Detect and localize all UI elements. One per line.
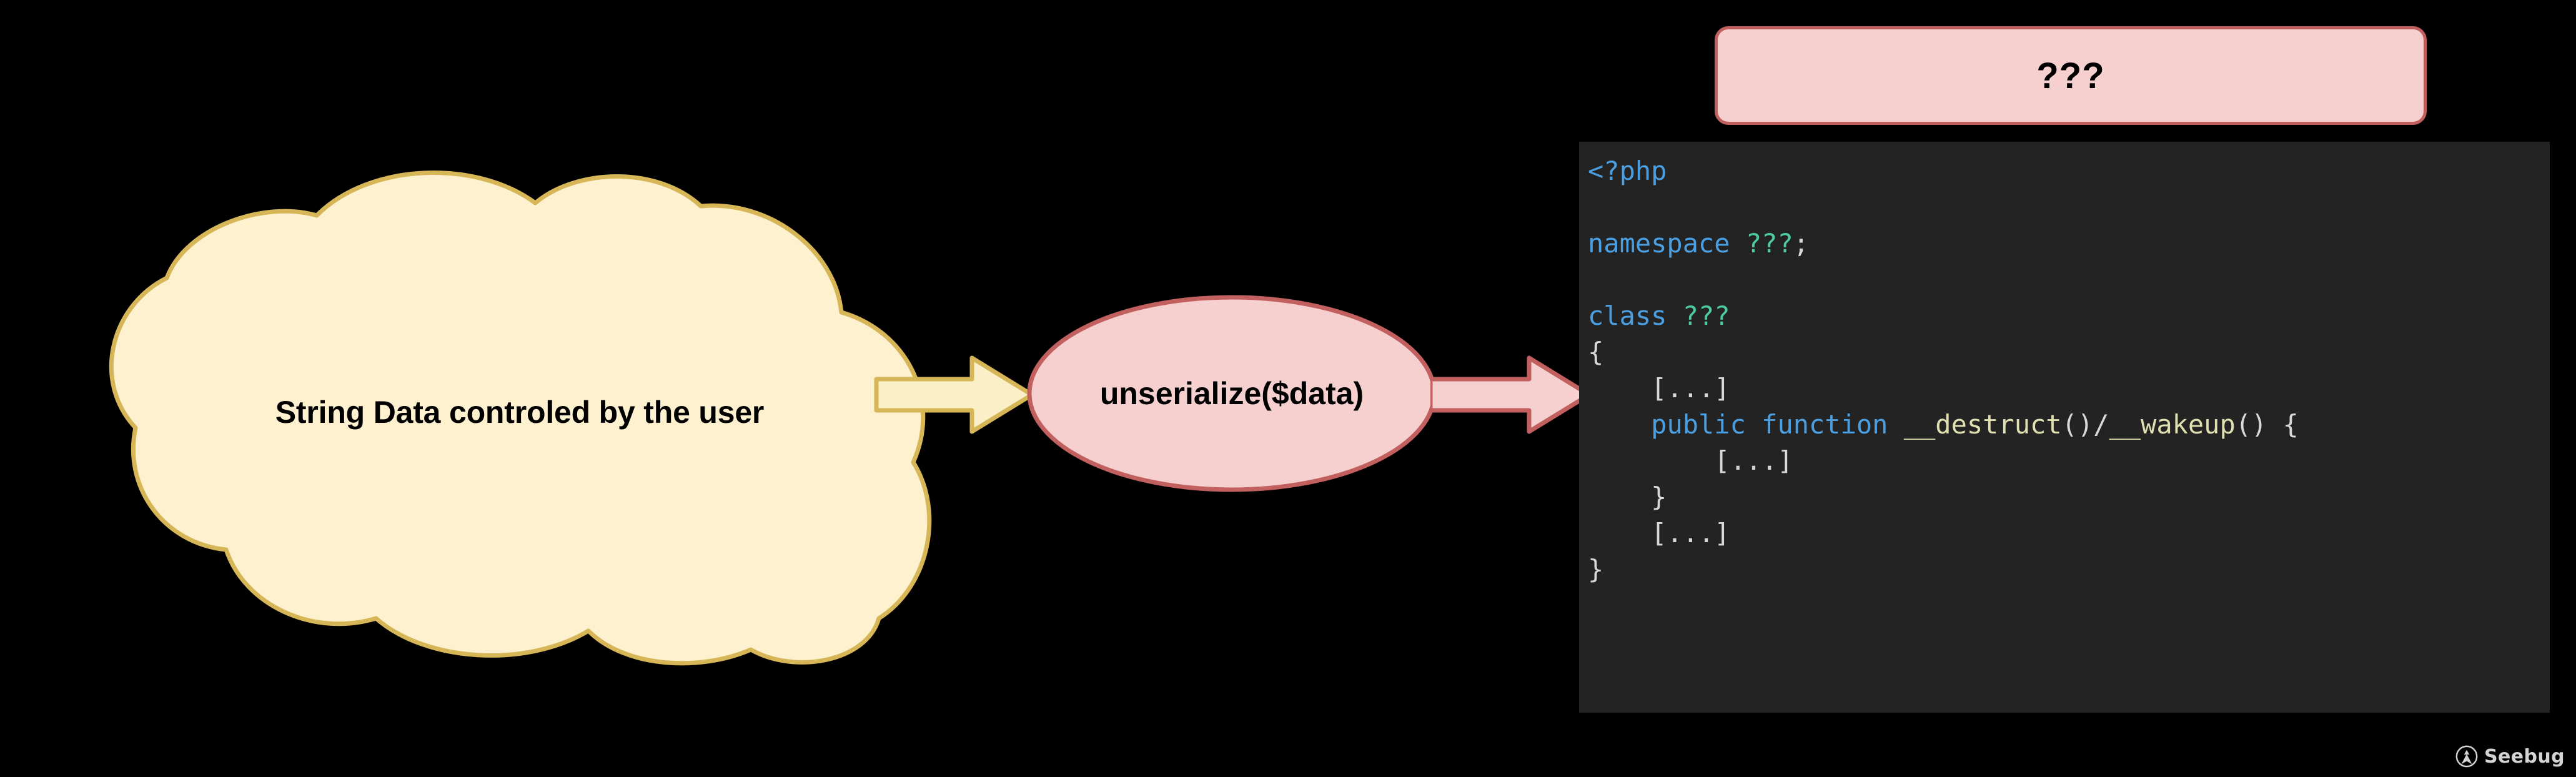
code-line: [...]	[1588, 515, 2550, 552]
code-token: namespace	[1588, 228, 1746, 259]
code-token: [...]	[1588, 373, 1730, 403]
title-box-unknown-class[interactable]: ???	[1715, 26, 2427, 125]
code-token: [...]	[1588, 445, 1793, 476]
cloud-label: String Data controled by the user	[275, 395, 765, 430]
code-token: ()/	[2061, 409, 2109, 440]
block-arrow-right-icon	[874, 355, 1034, 434]
code-line: }	[1588, 479, 2550, 515]
code-token: }	[1588, 554, 1604, 585]
ellipse-label: unserialize($data)	[1099, 376, 1364, 411]
code-line: class ???	[1588, 298, 2550, 334]
code-line: public function __destruct()/__wakeup() …	[1588, 407, 2550, 443]
code-token: [...]	[1588, 518, 1730, 548]
php-code-panel[interactable]: <?php namespace ???; class ???{ [...] pu…	[1579, 142, 2550, 713]
code-line: }	[1588, 552, 2550, 588]
code-token: __destruct	[1903, 409, 2062, 440]
code-line: [...]	[1588, 370, 2550, 407]
arrow-user-input-to-unserialize[interactable]	[873, 355, 1036, 435]
code-token: {	[1588, 337, 1604, 367]
cloud-shape-user-input[interactable]: String Data controled by the user	[76, 156, 957, 668]
code-token: ;	[1793, 228, 1810, 259]
code-line: [...]	[1588, 443, 2550, 479]
ellipse-shape-unserialize[interactable]: unserialize($data)	[1026, 294, 1438, 493]
watermark: Seebug	[2455, 745, 2565, 768]
cloud-outline-icon	[109, 171, 932, 666]
code-token: () {	[2235, 409, 2299, 440]
code-line	[1588, 189, 2550, 225]
watermark-text: Seebug	[2484, 745, 2565, 768]
code-token: <?php	[1588, 156, 1667, 186]
code-token: __wakeup	[2109, 409, 2236, 440]
code-line: <?php	[1588, 153, 2550, 189]
arrow-unserialize-to-gadget-class[interactable]	[1430, 355, 1593, 435]
code-token: class	[1588, 300, 1683, 331]
block-arrow-right-icon	[1430, 355, 1592, 434]
code-line	[1588, 262, 2550, 298]
title-box-label: ???	[2036, 55, 2105, 96]
code-line: namespace ???;	[1588, 225, 2550, 262]
code-token: public function	[1651, 409, 1904, 440]
code-token: ???	[1745, 228, 1793, 259]
seebug-bug-logo-icon	[2455, 745, 2478, 768]
code-line: {	[1588, 334, 2550, 370]
code-token: }	[1588, 482, 1667, 512]
code-token	[1588, 409, 1651, 440]
php-code-block: <?php namespace ???; class ???{ [...] pu…	[1588, 153, 2550, 588]
code-token: ???	[1682, 300, 1730, 331]
